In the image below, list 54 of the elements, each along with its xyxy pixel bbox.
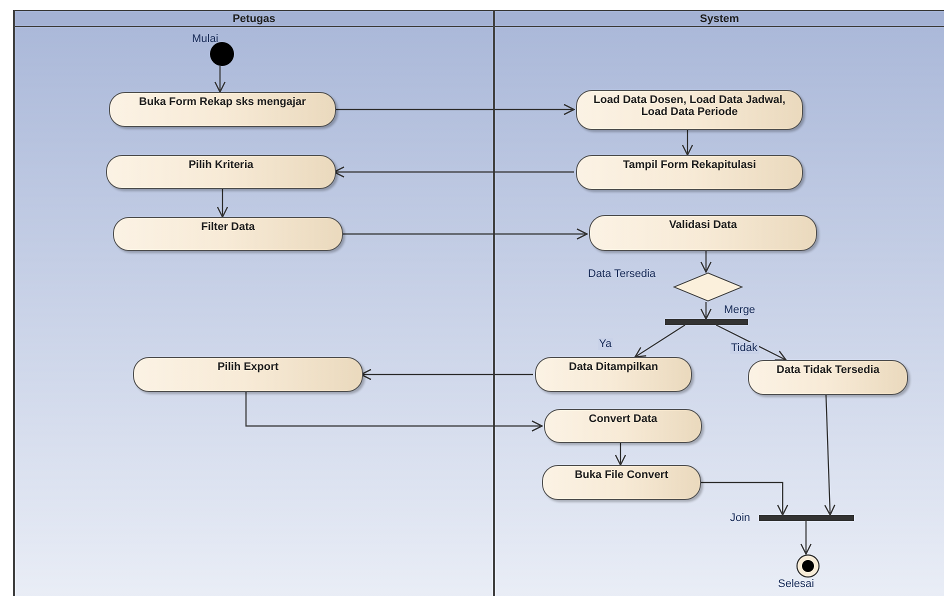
action-box (535, 357, 692, 392)
flow-arrow (214, 66, 226, 93)
flow-arrow (634, 324, 686, 358)
swimlane (13, 10, 493, 596)
flow-arrow (800, 521, 812, 555)
flow-arrow (824, 394, 836, 516)
action-box (106, 155, 336, 189)
action-label: Tampil Form Rekapitulasi (622, 159, 756, 173)
flow-arrow (700, 302, 712, 320)
node-caption: Mulai (192, 33, 218, 45)
action-box (748, 360, 908, 395)
lane-header: Petugas (232, 12, 276, 24)
flow-arrow (700, 251, 712, 273)
flow-arrow (682, 130, 694, 156)
flow-arrow (360, 368, 533, 380)
action-box (113, 217, 343, 251)
initial-node (210, 42, 234, 66)
node-caption: Data Tersedia (588, 268, 656, 280)
action-box (589, 215, 817, 251)
action-box (109, 92, 336, 127)
action-label: Load Data Dosen, Load Data Jadwal, Load Data Periode (592, 94, 786, 120)
action-label: Filter Data (201, 221, 255, 235)
node-caption: Join (730, 512, 750, 524)
flow-arrow (333, 166, 574, 178)
swimlane (493, 10, 944, 596)
flow-arrow (216, 189, 228, 218)
action-box (133, 357, 363, 392)
action-label: Validasi Data (669, 219, 737, 233)
action-label: Pilih Export (217, 361, 279, 375)
node-caption: Selesai (778, 578, 814, 590)
action-box (544, 409, 702, 443)
sync-bar (759, 515, 854, 521)
flow-arrow (614, 443, 626, 466)
action-box (576, 155, 803, 190)
edge-label: Ya (598, 338, 613, 350)
flow-arrow (334, 104, 575, 116)
action-box (542, 465, 701, 500)
sync-bar (665, 319, 748, 325)
action-box (576, 90, 803, 130)
decision-diamond (673, 272, 743, 302)
action-label: Data Ditampilkan (568, 361, 658, 375)
edge-label: Tidak (730, 342, 758, 354)
lane-header: System (700, 12, 740, 24)
flow-arrow (699, 482, 788, 516)
flow-arrow (245, 392, 543, 432)
node-caption: Merge (724, 304, 756, 316)
action-label: Data Tidak Tersedia (776, 364, 880, 378)
flow-arrow (341, 228, 588, 240)
action-label: Buka File Convert (574, 469, 668, 483)
flow-arrow (716, 324, 787, 361)
action-label: Pilih Kriteria (188, 159, 254, 173)
action-label: Convert Data (588, 413, 658, 427)
final-node (796, 554, 820, 578)
action-label: Buka Form Rekap sks mengajar (139, 96, 306, 110)
